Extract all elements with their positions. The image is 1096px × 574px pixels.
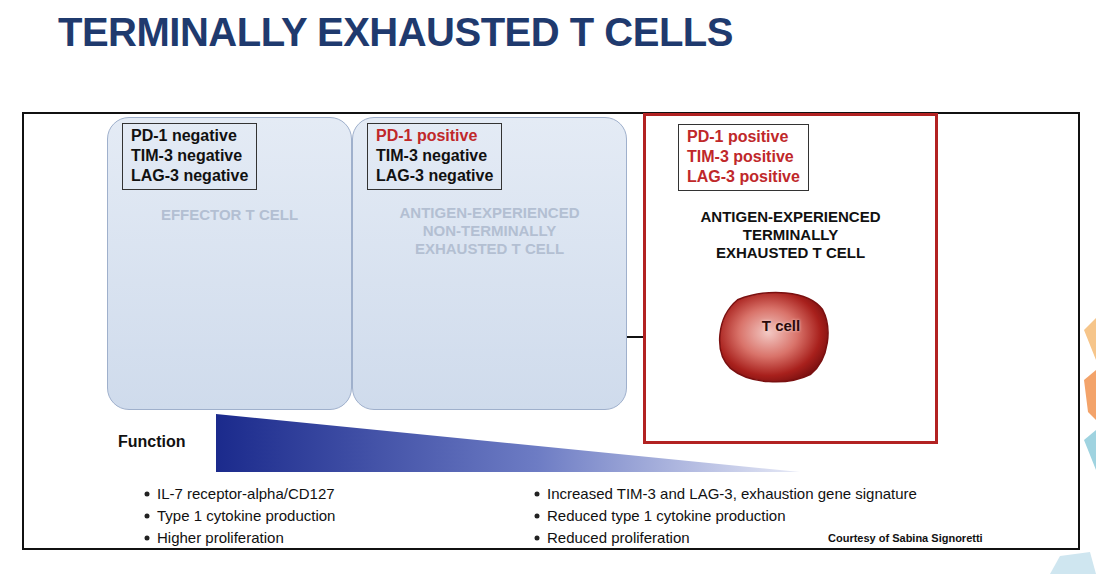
cell-type-label: EFFECTOR T CELL [130,206,330,224]
marker-line: LAG-3 negative [131,166,248,186]
marker-line: TIM-3 negative [376,146,493,166]
effector-panel: EFFECTOR T CELL PD-1 negativeTIM-3 negati… [107,117,352,410]
bullet [535,536,540,541]
bullet [145,514,150,519]
bullet-text: Increased TIM-3 and LAG-3, exhaustion ge… [547,485,917,502]
cell-label: T cell [714,317,848,334]
bullet-text: IL-7 receptor-alpha/CD127 [157,485,335,502]
non-terminal-panel: ANTIGEN-EXPERIENCED NON-TERMINALLY EXHAU… [352,117,627,410]
cell-type-label: ANTIGEN-EXPERIENCED TERMINALLY EXHAUSTED… [697,208,885,262]
bullet [145,536,150,541]
terminal-panel: ANTIGEN-EXPERIENCED TERMINALLY EXHAUSTED… [643,113,938,444]
marker-line: TIM-3 positive [687,147,800,167]
marker-line: LAG-3 positive [687,167,800,187]
bullet-text: Reduced type 1 cytokine production [547,507,785,524]
bullet-text: Type 1 cytokine production [157,507,335,524]
bullet [145,492,150,497]
bullet [535,514,540,519]
cell-outline [714,288,832,386]
t-cell: T cell [714,288,848,386]
marker-line: PD-1 positive [376,126,493,146]
marker-line: LAG-3 negative [376,166,493,186]
marker-line: PD-1 negative [131,126,248,146]
cell-type-label: ANTIGEN-EXPERIENCED NON-TERMINALLY EXHAU… [396,204,584,258]
bullet-text: Higher proliferation [157,529,284,546]
marker-line: PD-1 positive [687,127,800,147]
slide-title: TERMINALLY EXHAUSTED T CELLS [58,10,733,55]
bullet-text: Reduced proliferation [547,529,690,546]
corner-ornament [1084,430,1096,470]
marker-line: TIM-3 negative [131,146,248,166]
bullet [535,492,540,497]
corner-ornament [1084,318,1096,360]
marker-box: PD-1 positiveTIM-3 positiveLAG-3 positiv… [678,124,809,191]
marker-box: PD-1 positiveTIM-3 negativeLAG-3 negativ… [367,123,502,190]
marker-box: PD-1 negativeTIM-3 negativeLAG-3 negativ… [122,123,257,190]
corner-ornament [1050,552,1096,574]
corner-ornament [1084,370,1096,420]
credit-note: Courtesy of Sabina Signoretti [828,532,983,544]
axis-label: Function [118,433,186,451]
